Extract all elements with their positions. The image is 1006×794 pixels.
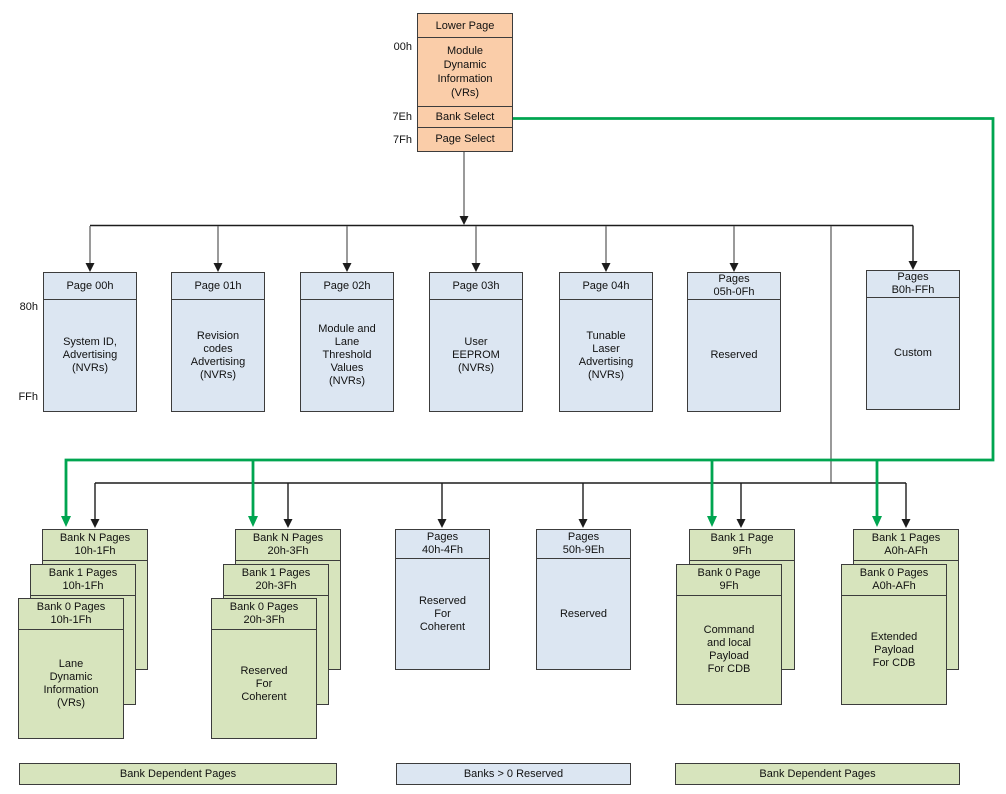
bank-0-pages-a0h-afh-body: Extended Payload For CDB <box>870 630 918 669</box>
page-03h-body: User EEPROM (NVRs) <box>452 336 500 374</box>
lower-page-select-connectors <box>90 482 911 528</box>
page-select-connectors <box>85 152 918 483</box>
bank-0-pages-10h-1fh-card: Bank 0 Pages 10h-1Fh Lane Dynamic Inform… <box>18 598 124 739</box>
pages-40h-4fh-box: Pages 40h-4Fh Reserved For Coherent <box>395 529 490 670</box>
lower-page-title: Lower Page <box>435 19 495 32</box>
bank-select-connectors <box>61 117 995 527</box>
addr-label-7fh: 7Fh <box>393 134 412 146</box>
page-02h-box: Page 02h Module and Lane Threshold Value… <box>300 272 394 412</box>
bank-0-page-9fh-body: Command and local Payload For CDB <box>703 624 755 675</box>
bank-0-pages-a0h-afh-card: Bank 0 Pages A0h-AFh Extended Payload Fo… <box>841 564 947 705</box>
page-00h-body: System ID, Advertising (NVRs) <box>62 336 118 374</box>
bank-n-pages-20h-3fh-header: Bank N Pages 20h-3Fh <box>236 530 340 561</box>
page-04h-body: Tunable Laser Advertising (NVRs) <box>578 329 634 381</box>
addr-label-00h: 00h <box>393 41 412 53</box>
bank-select-cell: Bank Select <box>418 106 512 127</box>
bank-1-pages-10h-1fh-header: Bank 1 Pages 10h-1Fh <box>31 565 135 596</box>
page-03h-header: Page 03h <box>430 273 522 300</box>
page-02h-body: Module and Lane Threshold Values (NVRs) <box>318 323 376 387</box>
page-01h-body: Revision codes Advertising (NVRs) <box>190 329 246 381</box>
pages-05h-0fh-body: Reserved <box>710 349 758 361</box>
bank-0-page-9fh-header: Bank 0 Page 9Fh <box>677 565 781 596</box>
bank-0-pages-10h-1fh-body: Lane Dynamic Information (VRs) <box>43 658 99 709</box>
pages-50h-9eh-box: Pages 50h-9Eh Reserved <box>536 529 631 670</box>
lower-page-box: Lower Page Module Dynamic Information (V… <box>417 13 513 152</box>
pages-50h-9eh-body: Reserved <box>559 607 608 620</box>
bank-1-page-9fh-header: Bank 1 Page 9Fh <box>690 530 794 561</box>
pages-05h-0fh-box: Pages 05h-0Fh Reserved <box>687 272 781 412</box>
bank-0-pages-20h-3fh-body: Reserved For Coherent <box>240 664 288 703</box>
bank-0-pages-20h-3fh-header: Bank 0 Pages 20h-3Fh <box>212 599 316 630</box>
bank-n-pages-10h-1fh-header: Bank N Pages 10h-1Fh <box>43 530 147 561</box>
pages-40h-4fh-header: Pages 40h-4Fh <box>396 530 489 559</box>
page-select-cell: Page Select <box>418 127 512 151</box>
pages-40h-4fh-body: Reserved For Coherent <box>418 594 467 633</box>
bank-1-pages-20h-3fh-header: Bank 1 Pages 20h-3Fh <box>224 565 328 596</box>
legend-banks-gt0-reserved: Banks > 0 Reserved <box>396 763 631 785</box>
legend-bank-dependent-pages-right: Bank Dependent Pages <box>675 763 960 785</box>
bank-0-page-9fh-card: Bank 0 Page 9Fh Command and local Payloa… <box>676 564 782 705</box>
page-02h-header: Page 02h <box>301 273 393 300</box>
pages-b0h-ffh-box: Pages B0h-FFh Custom <box>866 270 960 410</box>
pages-05h-0fh-header: Pages 05h-0Fh <box>688 273 780 300</box>
pages-b0h-ffh-body: Custom <box>894 347 932 359</box>
addr-label-80h: 80h <box>19 301 38 313</box>
page-01h-header: Page 01h <box>172 273 264 300</box>
addr-label-7eh: 7Eh <box>392 111 412 123</box>
bank-0-pages-20h-3fh-card: Bank 0 Pages 20h-3Fh Reserved For Cohere… <box>211 598 317 739</box>
page-03h-box: Page 03h User EEPROM (NVRs) <box>429 272 523 412</box>
bank-0-pages-a0h-afh-header: Bank 0 Pages A0h-AFh <box>842 565 946 596</box>
bank-1-pages-a0h-afh-header: Bank 1 Pages A0h-AFh <box>854 530 958 561</box>
module-dynamic-information-cell: Module Dynamic Information (VRs) <box>418 37 512 106</box>
legend-bank-dependent-pages-left: Bank Dependent Pages <box>19 763 337 785</box>
bank-0-pages-10h-1fh-header: Bank 0 Pages 10h-1Fh <box>19 599 123 630</box>
page-04h-header: Page 04h <box>560 273 652 300</box>
pages-50h-9eh-header: Pages 50h-9Eh <box>537 530 630 559</box>
pages-b0h-ffh-header: Pages B0h-FFh <box>867 271 959 298</box>
addr-label-ffh: FFh <box>18 391 38 403</box>
page-00h-header: Page 00h <box>44 273 136 300</box>
page-04h-box: Page 04h Tunable Laser Advertising (NVRs… <box>559 272 653 412</box>
page-00h-box: Page 00h System ID, Advertising (NVRs) <box>43 272 137 412</box>
page-01h-box: Page 01h Revision codes Advertising (NVR… <box>171 272 265 412</box>
